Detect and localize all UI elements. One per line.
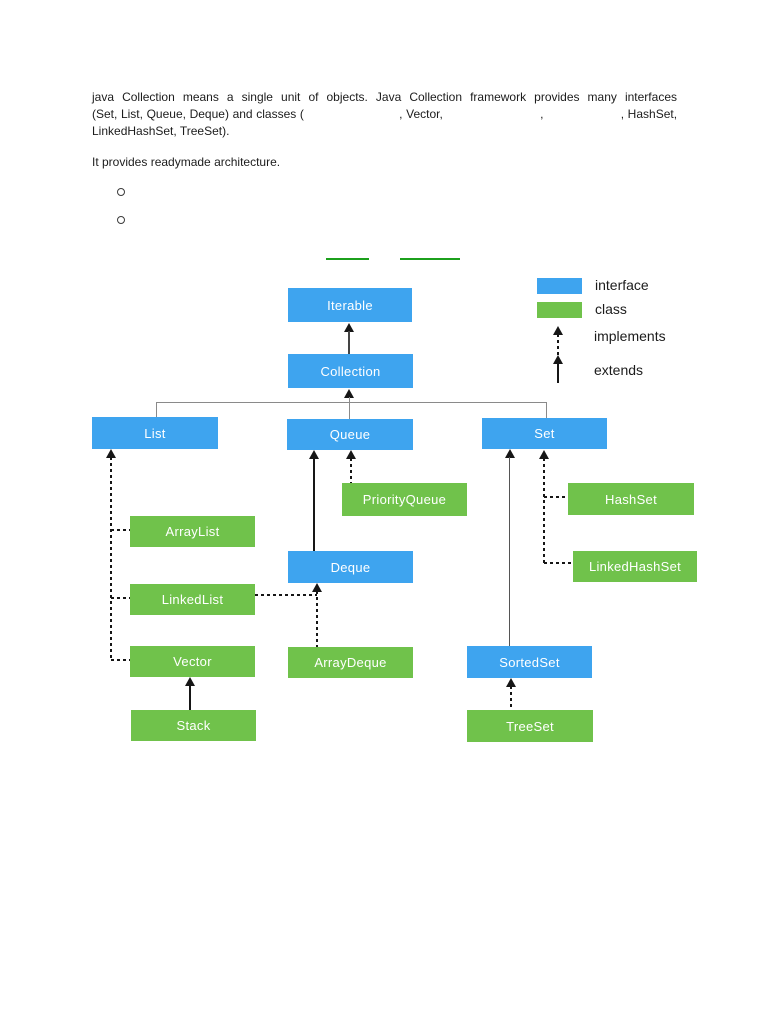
legend-implements-arrow (557, 334, 559, 355)
node-arraylist: ArrayList (130, 516, 255, 547)
intro-line-2-seg4: , HashSet, (620, 107, 678, 121)
edge-stack-extends-vector (189, 685, 191, 710)
bullet-marker (117, 188, 125, 196)
edge-linkedhashset-implements-set (544, 562, 573, 564)
node-list: List (92, 417, 218, 449)
intro-line-1-text: java Collection means a single unit of o… (92, 90, 677, 104)
edge-implements-list-head (106, 449, 116, 458)
edge-collection-extends-iterable (348, 331, 350, 354)
edge-tree-collection-head (344, 389, 354, 398)
edge-arraylist-implements-list (111, 529, 130, 531)
edge-linkedlist-implements-deque (255, 594, 317, 596)
node-vector: Vector (130, 646, 255, 677)
edge-treeset-implements-sortedset-head (506, 678, 516, 687)
intro-line-2-seg2: , Vector, (399, 107, 443, 121)
edge-tree-trunk (349, 397, 350, 419)
edge-implements-deque-head (312, 583, 322, 592)
legend-class-swatch (537, 302, 582, 318)
node-linkedlist: LinkedList (130, 584, 255, 615)
legend-extends-arrowhead (553, 355, 563, 364)
node-deque: Deque (288, 551, 413, 583)
intro-line-3-text: LinkedHashSet, TreeSet). (92, 124, 230, 138)
para-2: It provides readymade architecture. (92, 154, 677, 171)
edge-deque-extends-queue-head (309, 450, 319, 459)
edge-tree-drop-set (546, 402, 547, 418)
intro-line-2: (Set, List, Queue, Deque) and classes ( … (92, 106, 677, 123)
edge-implements-set-trunk (543, 458, 545, 564)
node-set: Set (482, 418, 607, 449)
legend-extends-arrow (557, 363, 559, 383)
edge-priorityqueue-implements-queue-head (346, 450, 356, 459)
edge-linkedlist-implements-list (111, 597, 130, 599)
intro-line-3: LinkedHashSet, TreeSet). (92, 123, 677, 140)
edge-treeset-implements-sortedset (510, 686, 512, 710)
legend-implements-arrowhead (553, 326, 563, 335)
edge-sortedset-extends-set-head (505, 449, 515, 458)
node-linkedhashset: LinkedHashSet (573, 551, 697, 582)
edge-implements-list-trunk (110, 457, 112, 661)
node-arraydeque: ArrayDeque (288, 647, 413, 678)
edge-vector-implements-list (111, 659, 130, 661)
edge-hashset-implements-set (544, 496, 568, 498)
intro-line-1: java Collection means a single unit of o… (92, 89, 677, 106)
node-collection: Collection (288, 354, 413, 388)
bullet-marker (117, 216, 125, 224)
redacted-blank (547, 117, 617, 118)
node-queue: Queue (287, 419, 413, 450)
para-2-text: It provides readymade architecture. (92, 155, 281, 169)
node-stack: Stack (131, 710, 256, 741)
edge-tree-horizontal (156, 402, 547, 403)
redacted-blank (446, 117, 536, 118)
node-hashset: HashSet (568, 483, 694, 515)
node-iterable: Iterable (288, 288, 412, 322)
green-underline (326, 258, 369, 260)
legend-extends-label: extends (594, 362, 644, 378)
edge-deque-extends-queue (313, 458, 315, 551)
edge-stack-extends-vector-head (185, 677, 195, 686)
edge-sortedset-extends-set (509, 457, 510, 646)
node-sortedset: SortedSet (467, 646, 592, 678)
intro-line-2-seg1: (Set, List, Queue, Deque) and classes ( (92, 107, 304, 121)
edge-arraydeque-implements-deque (316, 591, 318, 647)
green-underline (400, 258, 460, 260)
intro-line-2-seg3: , (540, 107, 544, 121)
node-priorityqueue: PriorityQueue (342, 483, 467, 516)
edge-tree-drop-list (156, 402, 157, 417)
legend-implements-label: implements (594, 328, 666, 344)
node-treeset: TreeSet (467, 710, 593, 742)
legend-interface-label: interface (595, 277, 649, 293)
edge-priorityqueue-implements-queue (350, 458, 352, 483)
edge-implements-set-head (539, 450, 549, 459)
legend-interface-swatch (537, 278, 582, 294)
edge-collection-extends-iterable-head (344, 323, 354, 332)
redacted-blank (308, 117, 396, 118)
legend-class-label: class (595, 301, 627, 317)
